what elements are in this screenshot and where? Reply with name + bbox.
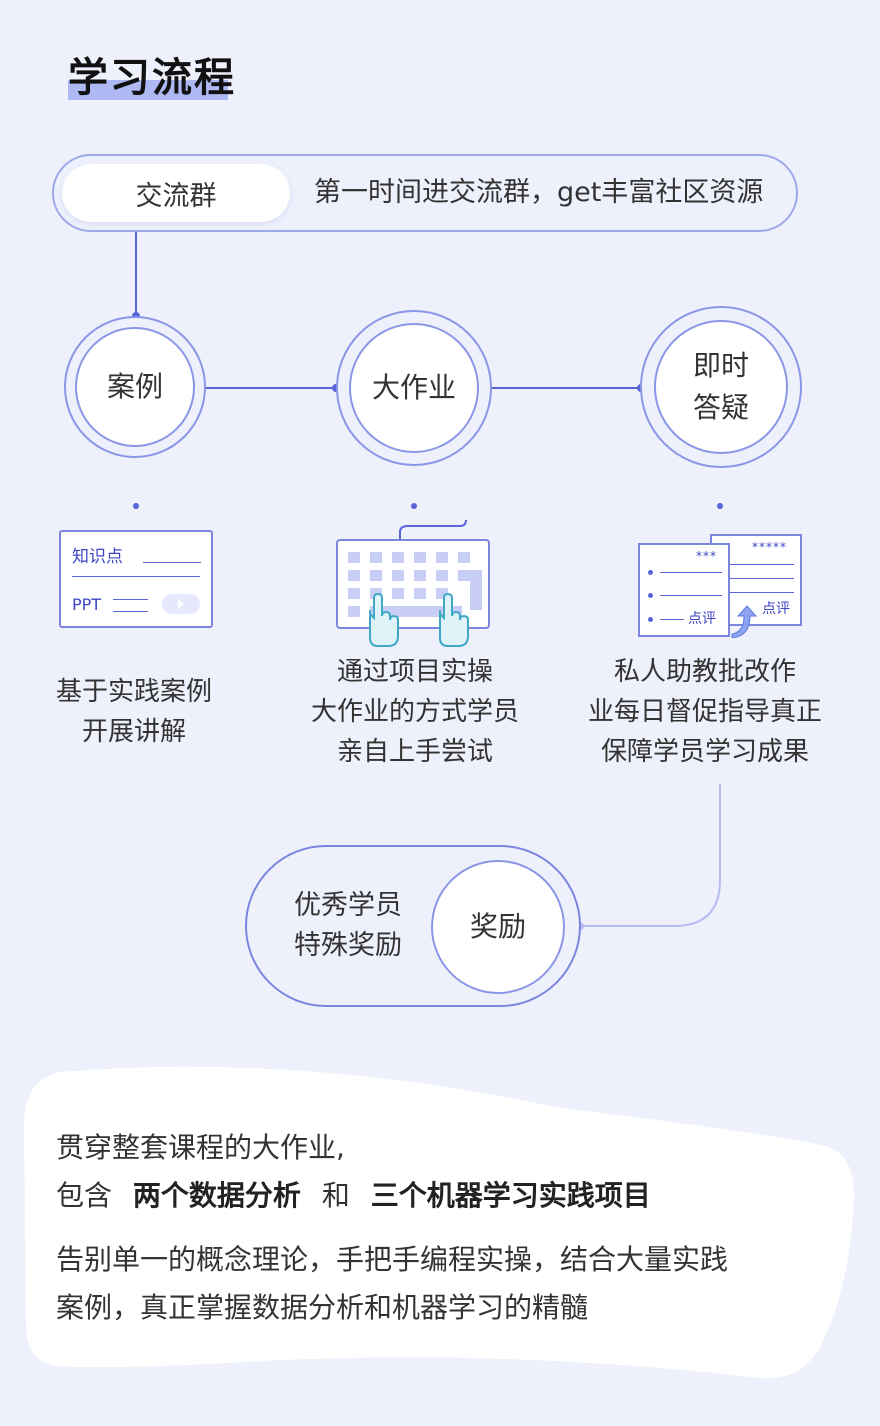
ppt-illustration: 知识点 PPT (59, 530, 213, 628)
reward-label: 奖励 (469, 910, 526, 943)
bullet-dot (648, 617, 653, 622)
qa-text-line: 私人助教批改作 (613, 657, 796, 687)
qa-to-reward-line (580, 784, 721, 927)
review-label-back: 点评 (762, 601, 790, 617)
summary-line-2: 包含 两个数据分析 和 三个机器学习实践项目 (56, 1172, 663, 1220)
knowledge-point-label: 知识点 (72, 547, 123, 567)
summary-highlight-ml: 三个机器学习实践项目 (370, 1179, 651, 1212)
summary-connector: 和 (321, 1179, 350, 1212)
line-decoration (728, 564, 794, 565)
homework-text-line: 通过项目实操 (336, 657, 493, 687)
review-stars-front: *** (696, 549, 717, 563)
line-decoration (660, 595, 722, 596)
line-decoration (113, 599, 148, 600)
left-hand-icon (369, 592, 399, 647)
line-decoration (728, 592, 794, 593)
page-title: 学习流程 (68, 55, 236, 101)
homework-label: 大作业 (371, 371, 456, 404)
summary-card-shape (24, 1066, 855, 1379)
summary-line-4: 案例，真正掌握数据分析和机器学习的精髓 (56, 1291, 589, 1324)
bullet-dot (648, 570, 653, 575)
review-label-front: 点评 (688, 611, 716, 627)
ppt-label: PPT (72, 595, 102, 614)
homework-text-line: 大作业的方式学员 (310, 697, 519, 727)
reward-text-line: 特殊奖励 (294, 930, 402, 961)
summary-line-1: 贯穿整套课程的大作业, (56, 1131, 345, 1164)
reward-text-line: 优秀学员 (294, 890, 402, 921)
qa-circle: 即时 答疑 (654, 320, 788, 454)
homework-description: 通过项目实操 大作业的方式学员 亲自上手尝试 (290, 652, 540, 772)
right-hand-icon (439, 592, 469, 647)
case-text-line: 基于实践案例 (55, 677, 212, 707)
homework-circle: 大作业 (349, 323, 479, 453)
group-description: 第一时间进交流群，get丰富社区资源 (314, 177, 764, 208)
case-label: 案例 (106, 370, 163, 403)
title-highlight (68, 80, 228, 100)
homework-text-line: 亲自上手尝试 (336, 737, 493, 767)
case-circle: 案例 (75, 327, 195, 447)
line-decoration (72, 576, 200, 577)
keyboard-illustration (336, 519, 490, 647)
reward-description: 优秀学员 特殊奖励 (268, 886, 428, 966)
summary-prefix: 包含 (56, 1179, 113, 1212)
line-decoration (660, 619, 684, 620)
connector-dot (717, 503, 723, 509)
summary-line-3: 告别单一的概念理论，手把手编程实操，结合大量实践 (56, 1243, 729, 1276)
review-stars-back: ***** (752, 540, 787, 554)
case-text-line: 开展讲解 (81, 717, 186, 747)
review-sheet-front: *** 点评 (638, 543, 730, 637)
line-decoration (113, 611, 148, 612)
connector-dot (133, 503, 139, 509)
line-decoration (143, 562, 201, 563)
keyboard-cable (399, 519, 467, 540)
line-decoration (660, 572, 722, 573)
qa-text-line: 保障学员学习成果 (600, 737, 809, 767)
line-decoration (728, 578, 794, 579)
connector-dot (411, 503, 417, 509)
play-pill (162, 594, 200, 614)
summary-highlight-analysis: 两个数据分析 (132, 1179, 301, 1212)
qa-description: 私人助教批改作 业每日督促指导真正 保障学员学习成果 (570, 652, 840, 772)
bullet-dot (648, 593, 653, 598)
qa-label-line2: 答疑 (692, 391, 749, 424)
group-label: 交流群 (62, 164, 290, 222)
case-description: 基于实践案例 开展讲解 (36, 672, 232, 752)
arrow-up-icon (731, 605, 758, 638)
qa-text-line: 业每日督促指导真正 (587, 697, 822, 727)
keyboard-keys (348, 552, 482, 617)
reward-circle: 奖励 (431, 860, 565, 994)
qa-label-line1: 即时 (692, 349, 749, 382)
play-icon (178, 599, 184, 609)
